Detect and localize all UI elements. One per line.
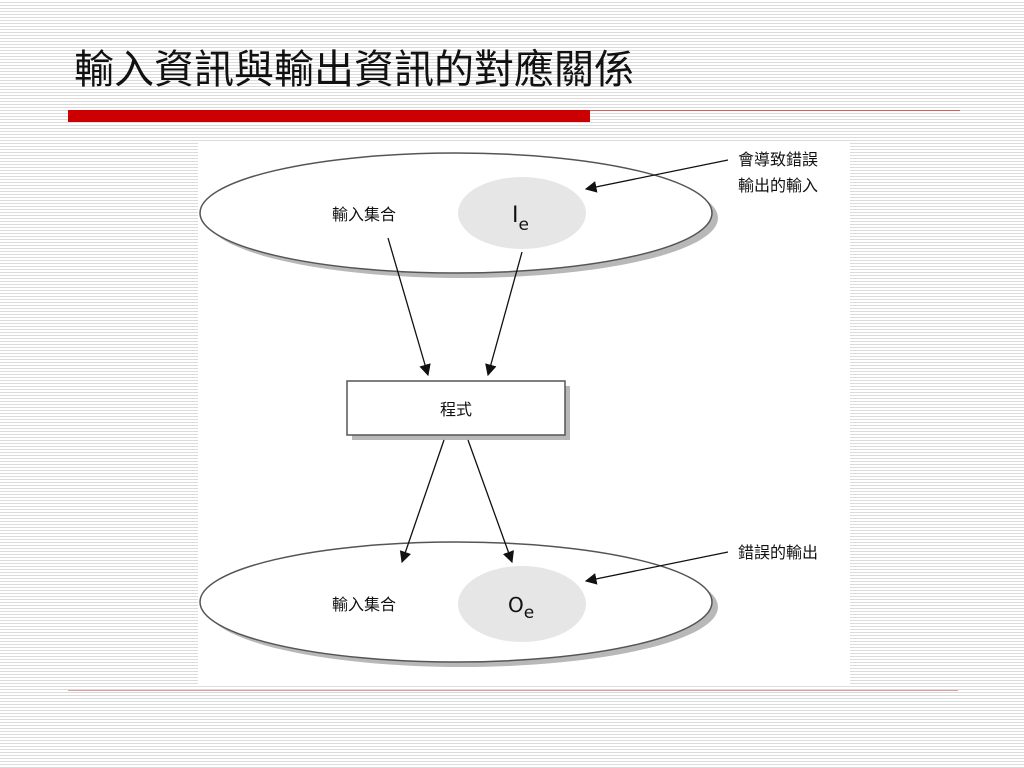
program-label: 程式 bbox=[440, 400, 472, 419]
callout-arrow-output bbox=[584, 551, 729, 585]
output-error-subset bbox=[458, 566, 586, 642]
input-error-subscript: e bbox=[519, 215, 529, 235]
arrow-program-to-output-set bbox=[399, 439, 445, 564]
callout-input-line-2: 輸出的輸入 bbox=[738, 176, 819, 195]
callout-input-errors: 會導致錯誤 輸出的輸入 bbox=[738, 147, 819, 199]
input-error-label: Ie bbox=[512, 203, 529, 235]
title-accent-bar bbox=[68, 110, 590, 122]
callout-input-line-1: 會導致錯誤 bbox=[738, 150, 819, 169]
output-range-ellipse bbox=[199, 541, 713, 663]
arrow-error-inputs-to-program bbox=[485, 251, 523, 377]
slide-title: 輸入資訊與輸出資訊的對應關係 bbox=[74, 47, 634, 93]
input-domain-ellipse bbox=[199, 152, 713, 274]
input-set-label: 輸入集合 bbox=[332, 205, 396, 224]
input-error-main: I bbox=[512, 203, 519, 228]
arrow-input-set-to-program bbox=[387, 237, 431, 377]
output-set-label: 輸入集合 bbox=[332, 595, 396, 614]
footer-divider-line bbox=[68, 690, 958, 691]
arrow-program-to-error-outputs bbox=[467, 439, 514, 564]
output-error-label: Oe bbox=[508, 593, 534, 623]
title-divider-line bbox=[590, 110, 960, 111]
callout-output-errors: 錯誤的輸出 bbox=[738, 540, 819, 566]
output-error-main: O bbox=[508, 593, 524, 617]
callout-arrow-input bbox=[584, 159, 729, 193]
input-error-subset bbox=[458, 177, 586, 249]
program-box bbox=[346, 380, 566, 436]
output-error-subscript: e bbox=[524, 603, 534, 623]
